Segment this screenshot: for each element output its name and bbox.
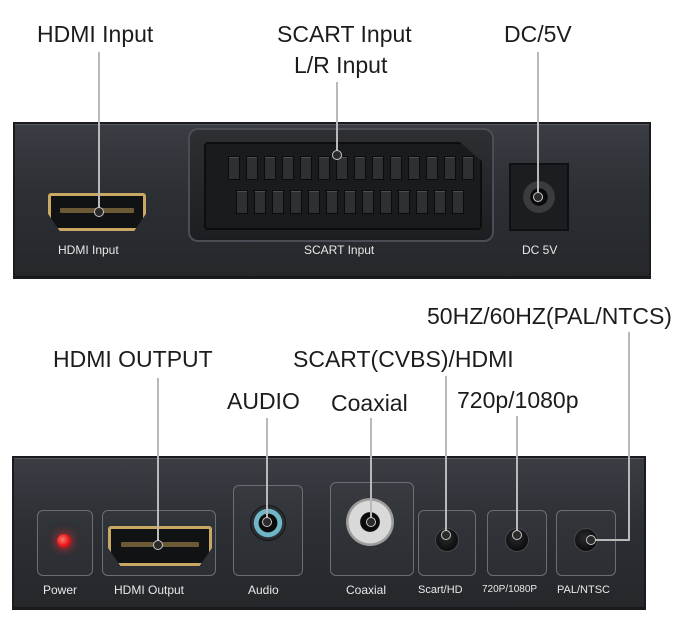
leader-dot-audio — [262, 517, 272, 527]
coaxial-bay — [330, 482, 414, 576]
callout-hdmi-input: HDMI Input — [37, 21, 154, 47]
leader-dot-resolution — [512, 530, 522, 540]
dc-jack-icon — [509, 163, 569, 231]
leader-dot-dc — [533, 192, 543, 202]
leader-resolution — [516, 416, 518, 534]
hdmi-output-bay — [102, 510, 216, 576]
leader-coaxial — [370, 418, 372, 520]
label-audio: Audio — [248, 583, 279, 597]
label-scart-input: SCART Input — [304, 243, 375, 257]
label-pal-ntsc: PAL/NTSC — [557, 584, 610, 596]
leader-hdmi-output — [157, 378, 159, 543]
leader-dot-freq — [586, 535, 596, 545]
label-coaxial: Coaxial — [346, 583, 387, 597]
callout-audio: AUDIO — [227, 388, 300, 414]
label-power: Power — [43, 583, 78, 597]
label-hdmi-output: HDMI Output — [114, 583, 185, 597]
callout-dc: DC/5V — [504, 21, 572, 47]
callout-freq: 50HZ/60HZ(PAL/NTCS) — [427, 303, 672, 329]
leader-dc — [537, 52, 539, 197]
callout-hdmi-output: HDMI OUTPUT — [53, 346, 213, 372]
scart-hd-bay — [418, 510, 476, 576]
power-led-icon — [57, 534, 71, 548]
label-hdmi-input: HDMI Input — [58, 243, 119, 257]
leader-freq-vertical — [628, 332, 630, 540]
power-bay — [37, 510, 93, 576]
callout-scart-hdmi: SCART(CVBS)/HDMI — [293, 346, 514, 372]
callout-resolution: 720p/1080p — [457, 387, 579, 413]
label-scart-hd: Scart/HD — [418, 584, 463, 596]
scart-port-icon — [188, 128, 494, 242]
callout-scart-input: SCART Input — [277, 21, 412, 47]
leader-freq-horizontal — [592, 539, 630, 541]
leader-dot-scart-hdmi — [441, 530, 451, 540]
leader-dot-coaxial — [366, 517, 376, 527]
leader-dot-hdmi-output — [153, 540, 163, 550]
audio-bay — [233, 485, 303, 576]
callout-coaxial: Coaxial — [331, 390, 408, 416]
label-dc: DC 5V — [522, 243, 558, 257]
leader-scart — [336, 82, 338, 154]
leader-dot-hdmi-input — [94, 207, 104, 217]
leader-scart-hdmi — [445, 376, 447, 534]
label-resolution: 720P/1080P — [482, 584, 538, 595]
leader-audio — [266, 418, 268, 520]
leader-hdmi-input — [98, 52, 100, 212]
leader-dot-scart — [332, 150, 342, 160]
callout-lr-input: L/R Input — [294, 52, 388, 78]
pal-ntsc-bay — [556, 510, 616, 576]
